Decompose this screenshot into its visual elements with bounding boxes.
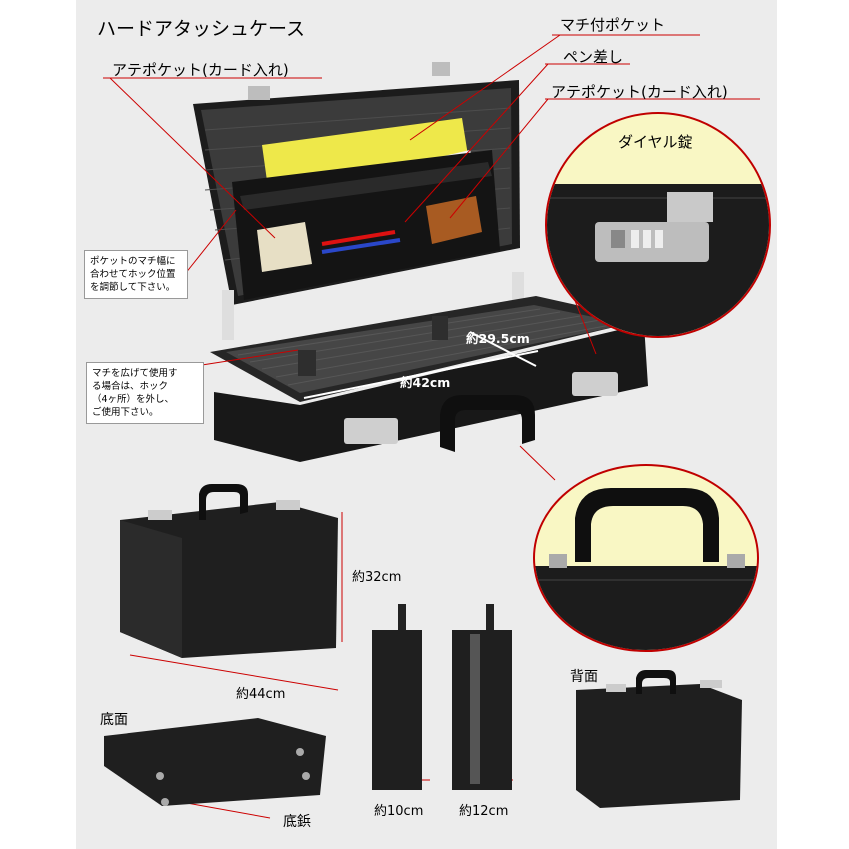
note-line: 合わせてホック位置: [90, 269, 176, 280]
dim-inner-width: 約42cm: [400, 375, 451, 390]
handle-callout: [533, 464, 759, 652]
notebook: [426, 196, 482, 244]
label-back-view: 背面: [570, 669, 598, 685]
base-lining: [226, 305, 628, 393]
card: [257, 222, 312, 272]
label-front-pocket-left: アテポケット(カード入れ): [112, 61, 289, 79]
label-front-pocket-right: アテポケット(カード入れ): [551, 83, 728, 101]
note-line: ご使用下さい。: [92, 407, 159, 418]
dim-side-closed: 約10cm: [374, 804, 424, 819]
back-view-case: [576, 684, 742, 808]
lid-latch-right: [432, 62, 450, 76]
dim-width: 約44cm: [236, 687, 286, 702]
label-bottom-feet: 底鋲: [283, 814, 311, 830]
side-view-closed: [372, 630, 422, 790]
label-pen-holder: ペン差し: [563, 48, 624, 66]
label-bottom-view: 底面: [100, 712, 128, 728]
note-hook-adjust: ポケットのマチ幅に 合わせてホック位置 を調節して下さい。: [84, 250, 188, 299]
pen-red: [321, 230, 396, 246]
case-base-front: [214, 324, 648, 462]
handle-closeup: [575, 488, 719, 562]
note-line: （4ヶ所）を外し、: [92, 394, 175, 405]
note-line: ポケットのマチ幅に: [90, 256, 176, 267]
dial-lock-callout: [545, 112, 771, 338]
dim-inner-depth: 約29.5cm: [466, 331, 530, 346]
dim-side-open: 約12cm: [459, 804, 509, 819]
dial-lock-right: [572, 372, 618, 396]
page-title: ハードアタッシュケース: [97, 18, 306, 40]
dial-lock-left: [344, 418, 398, 444]
note-expand-gusset: マチを広げて使用す る場合は、ホック （4ヶ所）を外し、 ご使用下さい。: [86, 362, 204, 424]
pen-blue: [321, 238, 401, 254]
note-line: る場合は、ホック: [92, 381, 169, 392]
side-view-open: [452, 630, 512, 790]
label-gusset-pocket: マチ付ポケット: [560, 16, 666, 34]
note-line: マチを広げて使用す: [92, 368, 178, 379]
lid-latch-left: [248, 86, 270, 100]
closed-case-handle: [199, 484, 248, 520]
note-line: を調節して下さい。: [90, 282, 176, 293]
case-handle: [440, 395, 535, 452]
dim-height: 約32cm: [352, 570, 402, 585]
bottom-view-case: [104, 718, 326, 806]
label-dial-lock: ダイヤル錠: [618, 133, 693, 151]
